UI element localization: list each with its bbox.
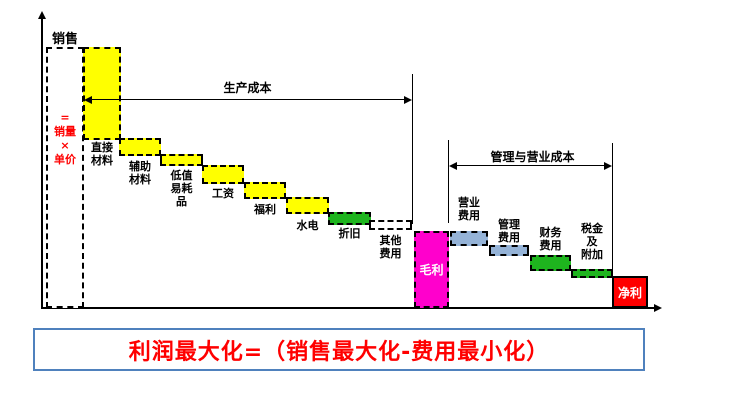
admin-cost-arrow-right-icon [604,162,612,170]
bar-welfare [244,182,286,199]
bar-financial-expenses [530,255,571,271]
bar-net-profit: 净利 [612,276,648,308]
bar-wages [202,165,244,184]
x-axis-arrow-icon [654,304,662,312]
label-net-profit: 净利 [617,285,642,300]
label-gross-profit: 毛利 [419,263,444,277]
bar-sales: = 销量 × 单价 [46,47,84,308]
bar-auxiliary-materials [119,138,161,156]
admin-bracket-right-line [612,143,613,272]
admin-cost-arrow [453,165,608,166]
admin-sales-cost-label: 管理与营业成本 [490,150,575,164]
profit-maximization-banner: 利润最大化=（销售最大化-费用最小化） [33,328,645,371]
bar-operating-expenses [450,231,488,246]
label-depreciation: 折旧 [338,227,361,240]
production-cost-label: 生产成本 [223,81,272,95]
label-direct-materials: 直接 材料 [91,141,113,167]
production-cost-arrow-right-icon [404,96,412,104]
label-financial-expenses: 财务 费用 [539,226,562,252]
admin-bracket-left-line [448,140,449,223]
y-axis-arrow-icon [38,11,46,19]
admin-cost-arrow-left-icon [449,162,457,170]
label-taxes-surcharges: 税金 及 附加 [581,222,603,261]
bar-taxes-surcharges [571,269,613,278]
sales-axis-title: 销售 [52,32,79,47]
y-axis [41,19,43,308]
production-cost-arrow [88,99,407,100]
label-admin-expenses: 管理 费用 [498,218,520,244]
label-other-expenses: 其他 费用 [379,234,402,260]
label-operating-expenses: 营业 费用 [458,196,480,222]
sales-formula-label: = 销量 × 单价 [54,111,76,166]
bar-utilities [286,197,329,214]
label-auxiliary-materials: 辅助 材料 [129,160,151,186]
production-cost-arrow-left-icon [84,96,92,104]
label-utilities: 水电 [296,219,319,232]
gross-profit-boundary-line [412,74,413,224]
banner-text: 利润最大化=（销售最大化-费用最小化） [128,339,550,365]
label-wages: 工资 [212,187,234,200]
label-welfare: 福利 [254,203,276,216]
x-axis [41,307,655,309]
bar-depreciation [328,212,371,225]
bar-low-value-consumables [160,154,203,166]
bar-gross-profit: 毛利 [414,231,449,308]
label-low-value-consumables: 低值 易耗 品 [170,169,193,208]
bar-other-expenses [369,220,412,230]
bar-admin-expenses [489,245,529,256]
bar-direct-materials [83,47,121,140]
